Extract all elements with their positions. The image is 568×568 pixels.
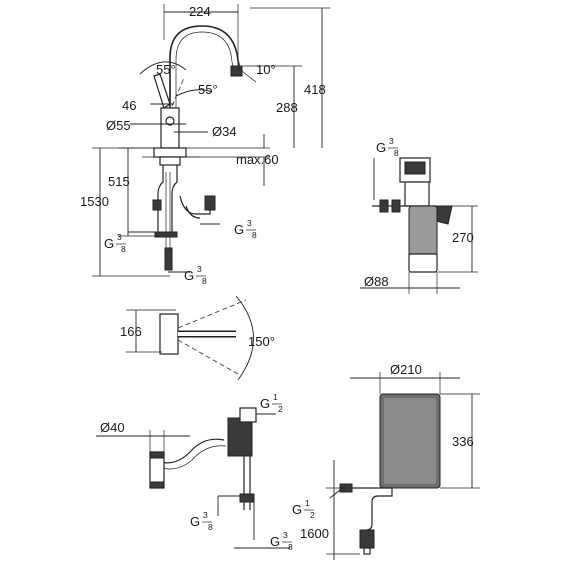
angle-150: 150° — [248, 334, 275, 349]
svg-text:G: G — [184, 268, 194, 283]
svg-text:8: 8 — [394, 148, 399, 158]
top-view-swing-lower — [177, 339, 239, 375]
svg-text:G: G — [234, 222, 244, 237]
svg-text:G: G — [270, 534, 280, 549]
supply-hose-right — [165, 172, 171, 250]
dim-dia-88: Ø88 — [364, 274, 389, 289]
lower-valve — [239, 493, 255, 503]
dim-dia-34: Ø34 — [212, 124, 237, 139]
dim-max-60: max.60 — [236, 152, 279, 167]
svg-text:3: 3 — [197, 264, 202, 274]
svg-text:G: G — [260, 396, 270, 411]
faucet-knob — [165, 116, 175, 126]
filter-outlet-valve — [391, 199, 401, 213]
thread-label-g38-right: G 3 8 — [234, 218, 257, 240]
svg-text:3: 3 — [283, 530, 288, 540]
svg-text:2: 2 — [310, 510, 315, 520]
faucet-spout-inner — [175, 31, 235, 108]
dim-dia-40: Ø40 — [100, 420, 125, 435]
svg-text:1: 1 — [273, 392, 278, 402]
dim-270: 270 — [452, 230, 474, 245]
filter-view: G 3 8 270 Ø88 — [360, 136, 478, 294]
dim-dia-210: Ø210 — [390, 362, 422, 377]
swing-arc — [235, 295, 254, 381]
svg-text:3: 3 — [203, 510, 208, 520]
faucet-lever — [153, 73, 171, 109]
thread-label-g38-bottom: G 3 8 — [184, 264, 207, 286]
dim-166: 166 — [120, 324, 142, 339]
valve-cap — [239, 407, 257, 423]
supply-hoses — [157, 165, 178, 236]
thread-label-g38-assembly-left: G 3 8 — [190, 510, 213, 532]
angle-55-side: 55° — [198, 82, 218, 97]
mounting-nut — [159, 156, 181, 166]
dim-288: 288 — [276, 100, 298, 115]
svg-text:8: 8 — [202, 276, 207, 286]
svg-text:G: G — [190, 514, 200, 529]
svg-text:2: 2 — [278, 404, 283, 414]
angle-55-top: 55° — [156, 62, 176, 77]
angle-valve — [204, 195, 216, 211]
faucet-elevation-view: 224 418 288 10° 55° 55° 46 Ø55 Ø34 max.6… — [80, 4, 330, 286]
svg-text:1: 1 — [305, 498, 310, 508]
thread-label-g12-assembly: G 1 2 — [260, 392, 283, 414]
boiler-view: Ø210 336 G 1 2 1600 — [292, 362, 480, 560]
connection-assembly: Ø40 G 1 2 G 3 8 G 3 8 — [96, 392, 293, 552]
top-view-swing-upper — [177, 299, 247, 329]
thread-label-g38-left: G 3 8 — [104, 232, 126, 254]
dim-515: 515 — [108, 174, 130, 189]
thread-label-g38-assembly-bottom: G 3 8 — [270, 530, 293, 552]
svg-text:8: 8 — [121, 244, 126, 254]
dim-1600: 1600 — [300, 526, 329, 541]
dim-224: 224 — [189, 4, 211, 19]
faucet-body — [160, 107, 180, 149]
valve-bar — [154, 231, 178, 238]
dim-46: 46 — [122, 98, 136, 113]
left-fitting — [152, 199, 162, 211]
svg-text:3: 3 — [389, 136, 394, 146]
faucet-base — [153, 147, 187, 158]
svg-text:3: 3 — [117, 232, 122, 242]
svg-text:8: 8 — [208, 522, 213, 532]
side-hose — [179, 195, 211, 219]
faucet-top-view: 150° 166 — [120, 295, 275, 381]
dim-418: 418 — [304, 82, 326, 97]
connection-hose — [159, 438, 225, 464]
dim-1530: 1530 — [80, 194, 109, 209]
boiler-outlet-pipe — [365, 488, 393, 531]
faucet-spout — [169, 25, 241, 108]
svg-text:8: 8 — [252, 230, 257, 240]
filter-cartridge-band — [408, 253, 438, 273]
spout-tip — [230, 65, 243, 77]
filter-inlet-valve — [379, 199, 389, 213]
boiler-plug — [359, 529, 375, 549]
top-view-base — [159, 313, 179, 355]
inlet-fitting — [164, 247, 173, 271]
svg-text:G: G — [104, 236, 114, 251]
filter-display-screen — [404, 161, 426, 175]
thread-label-g38-filter: G 3 8 — [376, 136, 399, 158]
dim-336: 336 — [452, 434, 474, 449]
mixing-valve — [227, 417, 253, 457]
svg-text:8: 8 — [288, 542, 293, 552]
svg-text:3: 3 — [247, 218, 252, 228]
svg-text:G: G — [376, 140, 386, 155]
filter-head — [404, 181, 430, 207]
svg-text:G: G — [292, 502, 302, 517]
dim-dia-55: Ø55 — [106, 118, 131, 133]
faucet-lever-ghost — [171, 77, 185, 107]
angle-10: 10° — [256, 62, 276, 77]
thread-label-g12-boiler: G 1 2 — [292, 498, 315, 520]
